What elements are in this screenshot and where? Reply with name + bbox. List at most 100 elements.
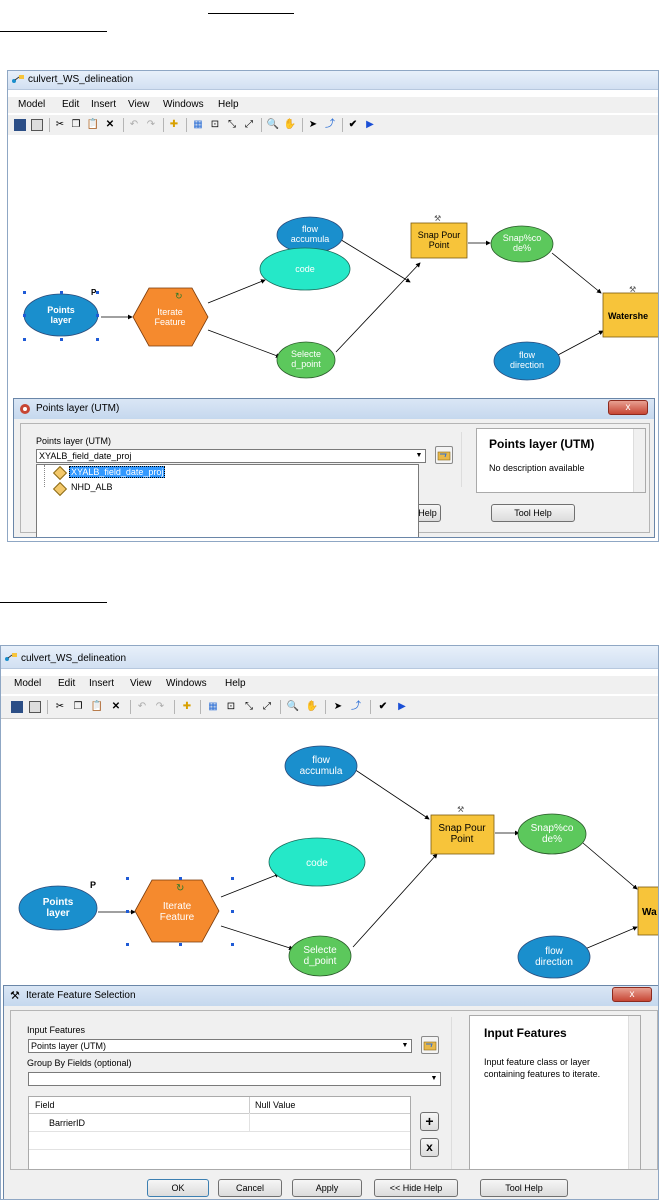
selection-handle[interactable] [23,314,26,317]
run-icon[interactable]: ▶ [366,119,374,130]
close-button[interactable]: x [608,400,648,415]
chevron-down-icon[interactable]: ▼ [430,1075,438,1082]
node-snap-code[interactable] [517,813,587,855]
menu-windows[interactable]: Windows [166,678,207,689]
node-selected-point[interactable] [288,935,352,977]
save-icon[interactable] [14,119,26,131]
menu-help[interactable]: Help [218,99,239,110]
menu-view[interactable]: View [130,678,152,689]
save-icon[interactable] [11,701,23,713]
node-flow-accumulation[interactable] [284,745,358,787]
table-row[interactable]: BarrierID [29,1113,410,1132]
select-icon[interactable]: ➤ [333,701,343,712]
hide-help-button[interactable]: << Hide Help [374,1179,458,1197]
menu-insert[interactable]: Insert [89,678,115,689]
selection-handle[interactable] [126,877,129,880]
menu-edit[interactable]: Edit [58,678,76,689]
full-extent-icon[interactable]: ⊡ [210,119,220,130]
node-snap-pour-point[interactable] [410,222,468,259]
node-iterate-feature[interactable] [132,287,209,347]
validate-icon[interactable]: ✔ [378,701,388,712]
selection-handle[interactable] [179,943,182,946]
node-watershed[interactable] [637,886,659,936]
help-scrollbar[interactable] [628,1016,640,1169]
selection-handle[interactable] [231,877,234,880]
node-snap-code[interactable] [490,225,554,263]
node-points-layer[interactable] [18,885,98,931]
redo-icon[interactable]: ↷ [155,701,165,712]
menu-windows[interactable]: Windows [163,99,204,110]
run-icon[interactable]: ▶ [398,701,406,712]
menu-edit[interactable]: Edit [62,99,80,110]
undo-icon[interactable]: ↶ [137,701,147,712]
node-selected-point[interactable] [276,341,336,379]
menu-model[interactable]: Model [18,99,46,110]
node-watershed[interactable] [602,292,659,338]
node-snap-pour-point[interactable] [430,814,495,855]
selection-handle[interactable] [96,314,99,317]
menu-insert[interactable]: Insert [91,99,117,110]
zoom-out-icon[interactable]: ⤢ [263,701,271,712]
copy-icon[interactable]: ❐ [71,119,81,130]
pan-icon[interactable]: ✋ [283,119,297,130]
print-icon[interactable] [29,701,41,713]
params-scrollbar[interactable] [451,1017,463,1169]
delete-icon[interactable]: ✕ [111,701,121,712]
node-iterate-feature[interactable] [134,879,220,943]
cut-icon[interactable]: ✂ [55,701,65,712]
browse-folder-button[interactable] [421,1036,439,1054]
add-data-icon[interactable]: ✚ [182,701,192,712]
print-icon[interactable] [31,119,43,131]
selection-handle[interactable] [60,291,63,294]
auto-layout-icon[interactable]: ▦ [208,701,218,712]
selection-handle[interactable] [23,291,26,294]
pan-icon[interactable]: ✋ [305,701,319,712]
undo-icon[interactable]: ↶ [129,119,139,130]
browse-folder-button[interactable] [435,446,453,464]
selection-handle[interactable] [179,877,182,880]
menu-help[interactable]: Help [225,678,246,689]
paste-icon[interactable]: 📋 [90,701,104,712]
selection-handle[interactable] [231,943,234,946]
selection-handle[interactable] [60,338,63,341]
table-row[interactable] [29,1131,410,1150]
node-code[interactable] [259,247,351,291]
remove-field-button[interactable]: x [420,1138,439,1157]
zoom-out-icon[interactable]: ⤢ [245,119,253,130]
cut-icon[interactable]: ✂ [55,119,65,130]
connect-icon[interactable]: ⤴ [325,119,335,130]
help-scrollbar[interactable] [633,429,645,492]
zoom-icon[interactable]: 🔍 [266,119,280,130]
selection-handle[interactable] [126,910,129,913]
connect-icon[interactable]: ⤴ [351,701,361,712]
chevron-down-icon[interactable]: ▼ [415,452,423,459]
zoom-in-icon[interactable]: ⤡ [245,701,253,712]
selection-handle[interactable] [126,943,129,946]
points-layer-combo[interactable]: XYALB_field_date_proj ▼ [36,449,426,463]
node-flow-direction[interactable] [517,935,591,979]
add-field-button[interactable]: + [420,1112,439,1131]
selection-handle[interactable] [96,338,99,341]
zoom-in-icon[interactable]: ⤡ [228,119,236,130]
params-scrollbar[interactable] [461,432,473,487]
menu-view[interactable]: View [128,99,150,110]
validate-icon[interactable]: ✔ [348,119,358,130]
tool-help-button[interactable]: Tool Help [491,504,575,522]
paste-icon[interactable]: 📋 [86,119,100,130]
close-button[interactable]: x [612,987,652,1002]
selection-handle[interactable] [231,910,234,913]
tool-help-button[interactable]: Tool Help [480,1179,568,1197]
selection-handle[interactable] [23,338,26,341]
auto-layout-icon[interactable]: ▦ [193,119,203,130]
select-icon[interactable]: ➤ [308,119,318,130]
selection-handle[interactable] [96,291,99,294]
copy-icon[interactable]: ❐ [73,701,83,712]
chevron-down-icon[interactable]: ▼ [401,1042,409,1049]
group-by-fields-combo[interactable]: ▼ [28,1072,441,1086]
redo-icon[interactable]: ↷ [146,119,156,130]
points-layer-dropdown-list[interactable]: XYALB_field_date_proj NHD_ALB [36,464,419,537]
node-flow-direction[interactable] [493,341,561,381]
full-extent-icon[interactable]: ⊡ [226,701,236,712]
